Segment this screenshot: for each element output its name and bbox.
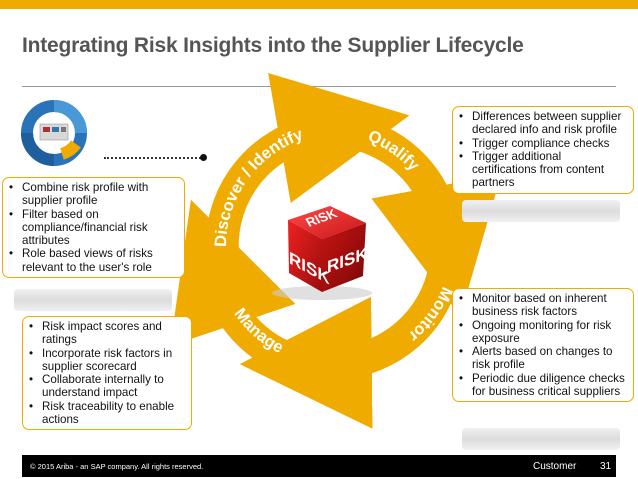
top-accent-bar — [0, 0, 638, 9]
footer-copyright: © 2015 Ariba - an SAP company. All right… — [30, 462, 204, 471]
callout-qualify: Differences between supplier declared in… — [452, 106, 634, 194]
bullet-item: Trigger additional certifications from c… — [457, 150, 627, 190]
bullet-item: Alerts based on changes to risk profile — [457, 345, 627, 372]
footer-bar: © 2015 Ariba - an SAP company. All right… — [22, 455, 616, 477]
cycle-arc-qualify — [338, 114, 502, 317]
bullet-item: Ongoing monitoring for risk exposure — [457, 319, 627, 346]
cycle-arc-manage — [170, 199, 303, 378]
bullet-item: Risk traceability to enable actions — [27, 400, 185, 427]
callout-discover: Combine risk profile with supplier profi… — [2, 177, 185, 279]
thumbnail-connector-line — [104, 157, 204, 159]
callout-monitor-shadow — [462, 428, 620, 450]
callout-discover-shadow — [14, 289, 172, 311]
lifecycle-thumbnail-icon — [21, 100, 87, 166]
risk-cube-icon: RISK RISK RISK — [272, 206, 372, 300]
bullet-item: Monitor based on inherent business risk … — [457, 292, 627, 319]
bullet-item: Collaborate internally to understand imp… — [27, 373, 185, 400]
connector-endpoint-dot — [200, 154, 207, 161]
callout-manage: Risk impact scores and ratingsIncorporat… — [22, 316, 192, 431]
bullet-item: Incorporate risk factors in supplier sco… — [27, 347, 185, 374]
callout-monitor: Monitor based on inherent business risk … — [452, 288, 634, 403]
footer-classification: Customer — [533, 461, 577, 472]
page-title: Integrating Risk Insights into the Suppl… — [22, 34, 524, 57]
bullet-item: Risk impact scores and ratings — [27, 320, 185, 347]
bullet-item: Combine risk profile with supplier profi… — [7, 181, 178, 208]
bullet-item: Filter based on compliance/financial ris… — [7, 208, 178, 248]
bullet-item: Differences between supplier declared in… — [457, 110, 627, 137]
cycle-arc-monitor — [239, 264, 462, 429]
footer-page-number: 31 — [600, 461, 612, 472]
callout-qualify-shadow — [462, 200, 620, 222]
bullet-item: Trigger compliance checks — [457, 137, 627, 151]
bullet-item: Role based views of risks relevant to th… — [7, 247, 178, 274]
bullet-item: Periodic due diligence checks for busine… — [457, 372, 627, 399]
